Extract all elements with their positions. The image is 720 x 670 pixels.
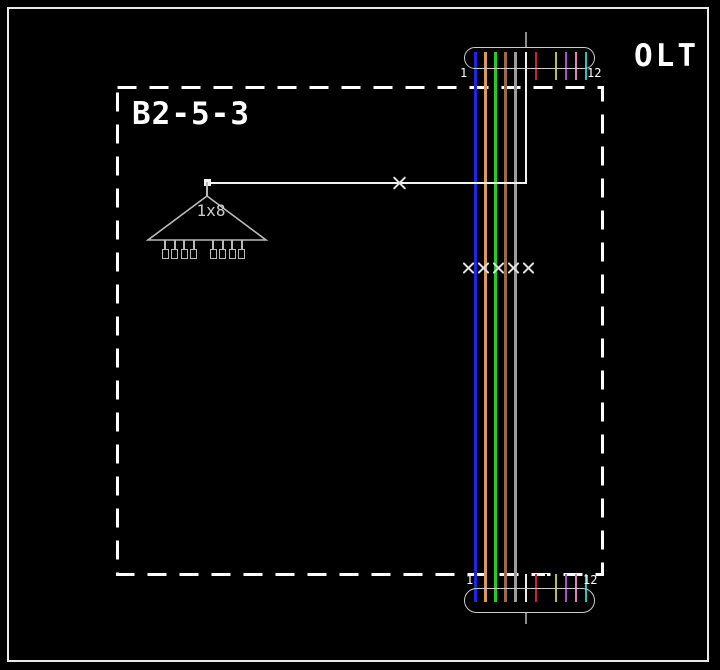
outer-frame <box>7 7 709 662</box>
top-fiber-12-label: 12 <box>587 66 602 80</box>
top-fiber-1-label: 1 <box>460 66 468 80</box>
cable-stub-bottom <box>524 613 527 624</box>
through-fiber-green <box>494 52 498 602</box>
splitter-port-stem <box>173 240 176 249</box>
splitter-port-stem <box>231 240 233 249</box>
cable-connector-bottom <box>464 588 595 613</box>
zone-label: B2-5-3 <box>132 96 250 132</box>
fiber-tick-top-yellow <box>554 52 557 80</box>
drop-fiber-horizontal <box>206 181 527 184</box>
splitter-port-stem <box>221 240 224 249</box>
splitter-triangle <box>145 182 269 241</box>
splitter-port-4 <box>190 249 197 259</box>
through-fiber-slate <box>514 52 518 602</box>
cable-stub-top <box>524 32 527 47</box>
splitter-port-8 <box>238 249 245 259</box>
splitter-port-1 <box>161 249 169 259</box>
zone-dashed-box <box>116 86 604 576</box>
splitter-port-stem <box>192 240 195 249</box>
bottom-fiber-12-label: 12 <box>583 573 598 587</box>
fiber-tick-top-black <box>544 52 547 80</box>
olt-label: OLT <box>634 38 699 74</box>
fiber-tick-top-red <box>534 52 537 80</box>
splitter-ratio-label: 1x8 <box>196 201 226 220</box>
fiber-tick-top-rose <box>575 52 577 80</box>
splitter-port-5 <box>209 249 217 259</box>
splitter-port-7 <box>228 249 236 259</box>
splitter-port-stem <box>164 240 166 249</box>
fiber-tick-top-violet <box>564 52 567 80</box>
splitter-port-6 <box>219 249 226 259</box>
through-fiber-blue <box>474 52 477 602</box>
through-fiber-orange <box>484 52 488 602</box>
cable-connector-top <box>464 47 595 69</box>
splitter-port-stem <box>212 240 214 249</box>
splitter-port-stem <box>240 240 243 249</box>
bottom-fiber-1-label: 1 <box>466 573 474 587</box>
drop-fiber-vertical <box>524 52 527 184</box>
splitter-port-3 <box>180 249 188 259</box>
splitter-port-stem <box>183 240 185 249</box>
splitter-port-2 <box>171 249 178 259</box>
through-fiber-brown <box>504 52 508 602</box>
